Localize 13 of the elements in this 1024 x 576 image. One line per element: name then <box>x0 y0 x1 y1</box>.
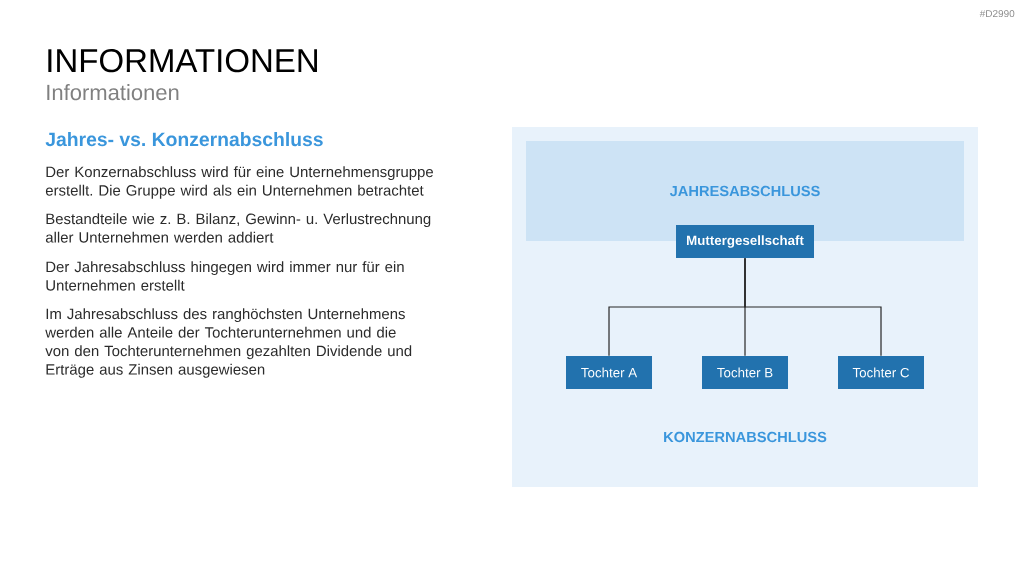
slide-title: INFORMATIONEN <box>48 48 317 73</box>
slide-code: #D2990 <box>979 10 1015 18</box>
slide-subtitle: Informationen <box>47 84 179 101</box>
connector-line <box>744 257 882 357</box>
company-box: Tochter B <box>702 356 788 389</box>
company-box: Muttergesellschaft <box>676 225 814 258</box>
company-box: Tochter C <box>838 356 924 389</box>
body-paragraph: Der Jahresabschluss hingegen wird immer nur für ein Unternehmen erstellt <box>46 261 404 291</box>
section-heading: Jahres- vs. Konzernabschluss <box>45 132 323 147</box>
company-box: Tochter A <box>566 356 652 389</box>
body-paragraph: Der Konzernabschluss wird für eine Unternehmensgruppe erstellt. Die Gruppe wird als ein Unternehmen betrachtet <box>45 166 433 199</box>
body-paragraph: Im Jahresabschluss des ranghöchsten Unternehmens werden alle Anteile der Tochterunternehmen und die von den Tochterunternehmen gezahlten Dividende und Erträge aus Zinsen ausgewiesen <box>45 308 412 378</box>
body-paragraph: Bestandteile wie z. B. Bilanz, Gewinn- u. Verlustrechnung aller Unternehmen werden addiert <box>45 213 431 243</box>
